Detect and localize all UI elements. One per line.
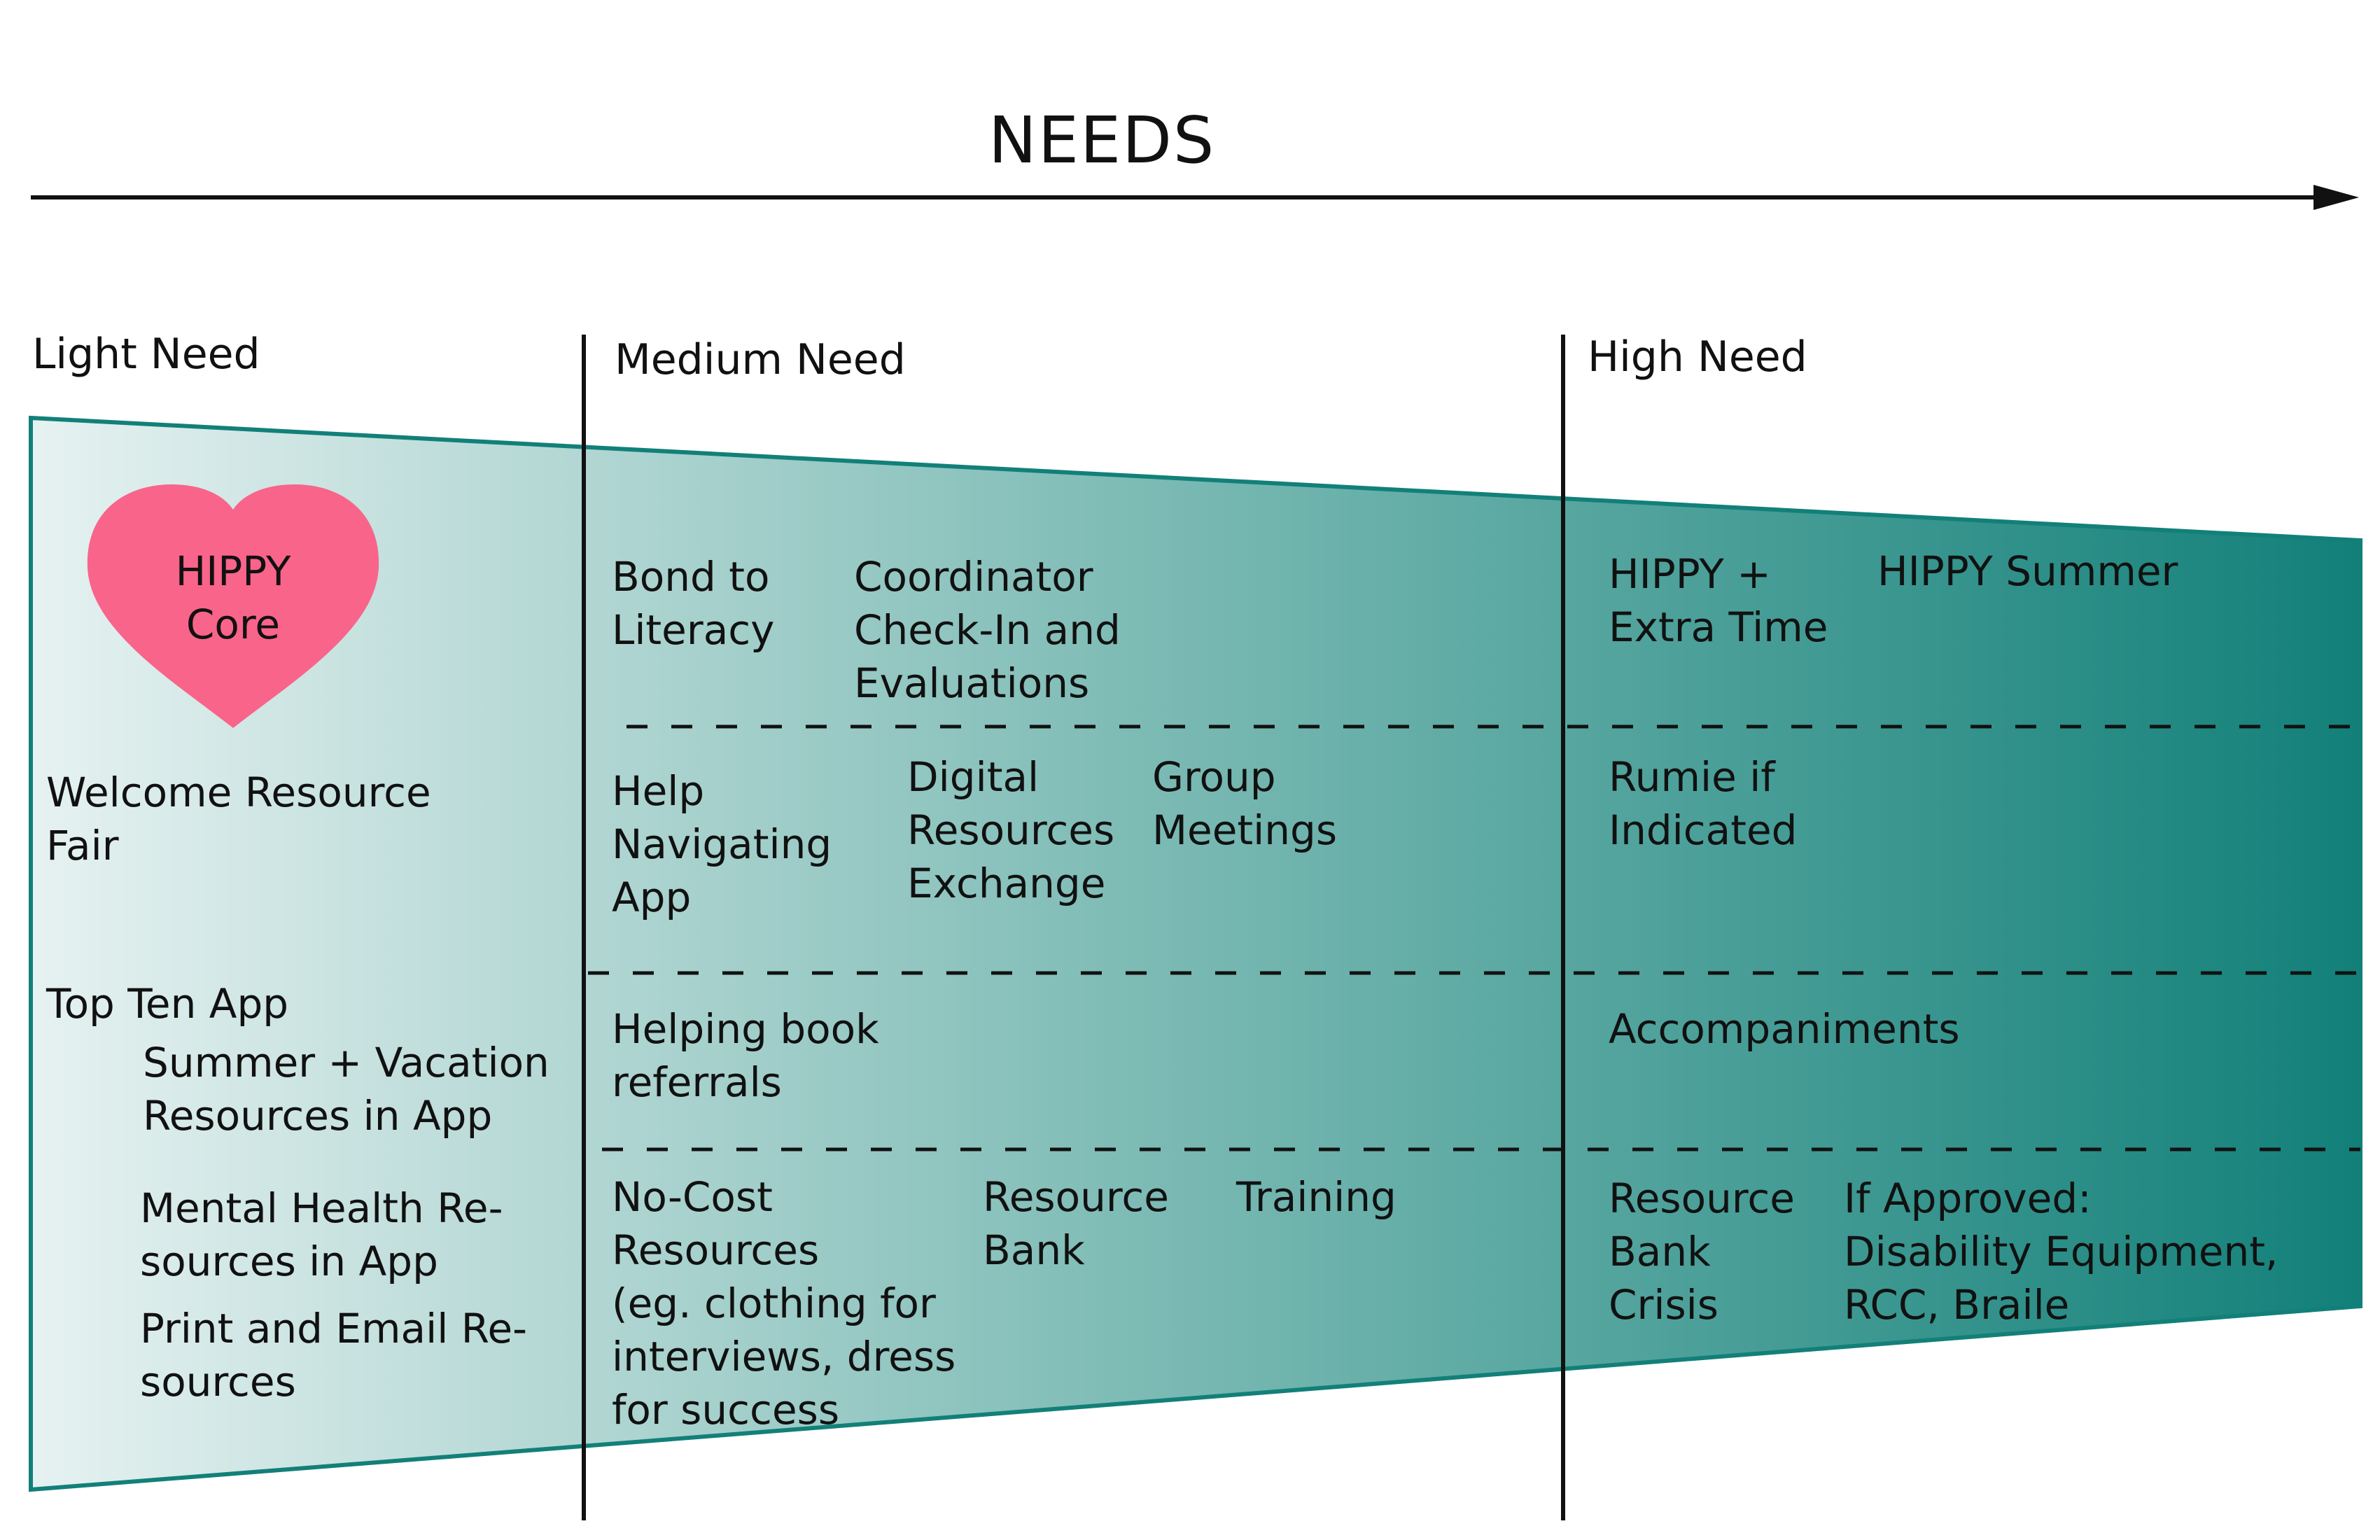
high-item-hippy-summer: HIPPY Summer xyxy=(1877,547,2178,595)
medium-item-no-cost: No-Cost Resources (eg. clothing for inte… xyxy=(612,1173,956,1434)
high-item-rumie: Rumie if Indicated xyxy=(1609,753,1798,854)
high-item-hippy-extra: HIPPY + Extra Time xyxy=(1609,550,1828,651)
light-item-summer-vacation: Summer + Vacation Resources in App xyxy=(143,1039,550,1140)
light-item-print-email: Print and Email Re- sources xyxy=(140,1305,528,1406)
medium-item-coordinator: Coordinator Check-In and Evaluations xyxy=(854,553,1121,707)
needs-axis-arrowhead xyxy=(2314,185,2359,210)
medium-item-training: Training xyxy=(1236,1173,1396,1221)
light-item-top-ten: Top Ten App xyxy=(46,980,289,1028)
high-item-accompaniments: Accompaniments xyxy=(1609,1005,1960,1053)
medium-item-digital: Digital Resources Exchange xyxy=(907,753,1115,907)
medium-item-bond: Bond to Literacy xyxy=(612,553,775,654)
diagram-title: NEEDS xyxy=(988,103,1216,178)
column-header-high: High Need xyxy=(1588,332,1807,382)
light-item-welcome: Welcome Resource Fair xyxy=(46,769,431,869)
medium-item-group: Group Meetings xyxy=(1152,753,1338,854)
column-header-light: Light Need xyxy=(32,330,260,379)
medium-item-book-referrals: Helping book referrals xyxy=(612,1005,879,1106)
light-item-mental-health: Mental Health Re- sources in App xyxy=(140,1184,503,1285)
heart-label: HIPPY Core xyxy=(175,547,291,648)
medium-item-resource-bank: Resource Bank xyxy=(983,1173,1169,1274)
column-header-medium: Medium Need xyxy=(615,335,906,384)
need-band xyxy=(29,415,2362,1492)
high-item-bank-crisis: Resource Bank Crisis xyxy=(1609,1175,1795,1329)
high-item-if-approved: If Approved: Disability Equipment, RCC, … xyxy=(1844,1175,2278,1329)
medium-item-help-app: Help Navigating App xyxy=(612,767,832,921)
heart-icon xyxy=(87,484,379,728)
